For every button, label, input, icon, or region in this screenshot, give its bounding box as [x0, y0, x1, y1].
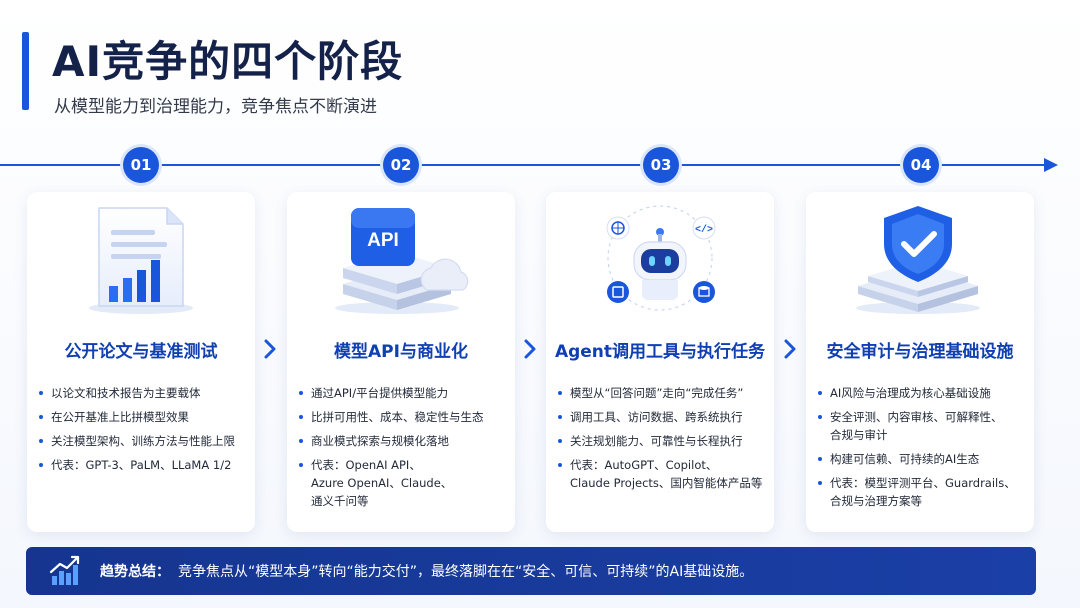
stage-number-2: 02 [383, 147, 419, 183]
stage-bullets-3: 模型从“回答问题”走向“完成任务” 调用工具、访问数据、跨系统执行 关注规划能力… [558, 384, 770, 498]
summary-label: 趋势总结： [100, 564, 170, 580]
svg-text:</>: </> [695, 224, 713, 236]
chevron-right-icon [784, 339, 796, 359]
bullet-item: 调用工具、访问数据、跨系统执行 [558, 408, 770, 426]
bullet-item: 模型从“回答问题”走向“完成任务” [558, 384, 770, 402]
stage-number-1: 01 [123, 147, 159, 183]
stage-title-3: Agent调用工具与执行任务 [554, 342, 766, 362]
trend-chart-icon [49, 555, 80, 585]
bullet-item: 安全评测、内容审核、可解释性、 合规与审计 [818, 408, 1030, 444]
bullet-item: 构建可信赖、可持续的AI生态 [818, 450, 1030, 468]
stage-number-3: 03 [643, 147, 679, 183]
robot-agent-icon: </> [606, 205, 716, 311]
chevron-right-icon [264, 339, 276, 359]
stage-title-1: 公开论文与基准测试 [64, 342, 218, 362]
page-title: AI竞争的四个阶段 [52, 37, 404, 86]
stage-title-2: 模型API与商业化 [334, 342, 468, 362]
bullet-item: 商业模式探索与规模化落地 [299, 432, 511, 450]
bullet-item: 通过API/平台提供模型能力 [299, 384, 511, 402]
stage-card-4: 安全审计与治理基础设施 AI风险与治理成为核心基础设施 安全评测、内容审核、可解… [806, 192, 1034, 532]
shield-check-icon [856, 206, 980, 314]
summary-text: 竞争焦点从“模型本身”转向“能力交付”，最终落脚在在“安全、可信、可持续”的AI… [178, 564, 754, 580]
stage-bullets-1: 以论文和技术报告为主要载体 在公开基准上比拼模型效果 关注模型架构、训练方法与性… [39, 384, 251, 480]
bullet-item: 在公开基准上比拼模型效果 [39, 408, 251, 426]
bullet-item: 比拼可用性、成本、稳定性与生态 [299, 408, 511, 426]
chevron-right-icon [524, 339, 536, 359]
bullet-item: 关注规划能力、可靠性与长程执行 [558, 432, 770, 450]
stage-card-2: API 模型API与商业化 通过API/平台提供模型能力 比拼可用性、成本、稳定… [287, 192, 515, 532]
summary-banner: 趋势总结： 竞争焦点从“模型本身”转向“能力交付”，最终落脚在在“安全、可信、可… [26, 547, 1036, 595]
stage-card-3: </> Agent调用工具与执行任务 模型从“回答问题”走向“完成任务” 调用工… [546, 192, 774, 532]
page-subtitle: 从模型能力到治理能力，竞争焦点不断演进 [54, 97, 377, 117]
bullet-item: 以论文和技术报告为主要载体 [39, 384, 251, 402]
bullet-item: 代表：模型评测平台、Guardrails、 合规与治理方案等 [818, 474, 1030, 510]
title-accent-bar [22, 32, 29, 110]
bullet-item: AI风险与治理成为核心基础设施 [818, 384, 1030, 402]
bullet-item: 代表：OpenAI API、 Azure OpenAI、Claude、 通义千问… [299, 456, 511, 510]
stage-card-1: 公开论文与基准测试 以论文和技术报告为主要载体 在公开基准上比拼模型效果 关注模… [27, 192, 255, 532]
stage-title-4: 安全审计与治理基础设施 [826, 342, 1014, 362]
bullet-item: 关注模型架构、训练方法与性能上限 [39, 432, 251, 450]
document-chart-icon [89, 207, 193, 314]
timeline-line [0, 164, 1048, 166]
timeline-arrow-icon [1044, 158, 1058, 172]
stage-bullets-4: AI风险与治理成为核心基础设施 安全评测、内容审核、可解释性、 合规与审计 构建… [818, 384, 1030, 516]
stage-bullets-2: 通过API/平台提供模型能力 比拼可用性、成本、稳定性与生态 商业模式探索与规模… [299, 384, 511, 516]
stage-number-4: 04 [903, 147, 939, 183]
api-server-icon: API [335, 208, 469, 314]
svg-text:API: API [367, 230, 399, 251]
bullet-item: 代表：GPT-3、PaLM、LLaMA 1/2 [39, 456, 251, 474]
bullet-item: 代表：AutoGPT、Copilot、 Claude Projects、国内智能… [558, 456, 770, 492]
